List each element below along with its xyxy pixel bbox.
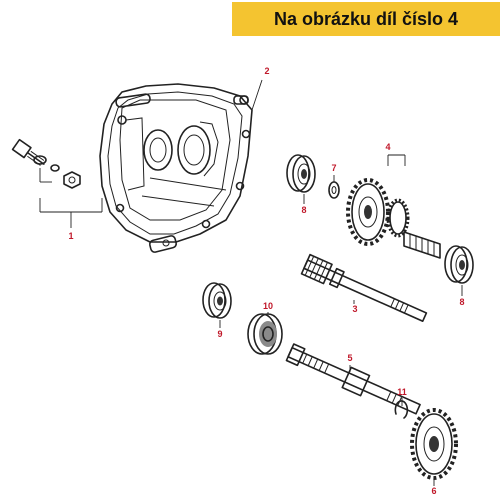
- part-3-pinion-shaft[interactable]: [300, 253, 429, 327]
- part-1-bolts-and-nuts[interactable]: [11, 138, 81, 189]
- part-10-oil-seal[interactable]: [247, 312, 283, 355]
- callout-6: 6: [431, 486, 436, 496]
- part-9-bearing[interactable]: [202, 282, 232, 328]
- leader-bracket-1: [39, 198, 103, 228]
- callout-5: 5: [347, 353, 352, 363]
- banner-text: Na obrázku díl číslo 4: [273, 8, 459, 29]
- part-4-gear-assembly[interactable]: [346, 154, 441, 259]
- callout-4: 4: [385, 142, 390, 152]
- part-11-circlip[interactable]: [394, 398, 409, 419]
- callout-3: 3: [352, 304, 357, 314]
- callout-10: 10: [263, 301, 273, 311]
- callout-9: 9: [217, 329, 222, 339]
- callout-1: 1: [68, 231, 73, 241]
- part-8-bearing-upper[interactable]: [286, 154, 316, 204]
- callout-11: 11: [397, 387, 407, 397]
- part-8-bearing-right[interactable]: [444, 245, 474, 296]
- callout-7: 7: [331, 163, 336, 173]
- callout-2: 2: [264, 66, 269, 76]
- callout-8-right: 8: [459, 297, 464, 307]
- callout-8-upper: 8: [301, 205, 306, 215]
- part-5-output-shaft[interactable]: [285, 342, 423, 419]
- part-2-crankcase-housing[interactable]: [99, 79, 263, 253]
- part-6-final-gear[interactable]: [410, 408, 458, 486]
- highlight-banner: Na obrázku díl číslo 4: [232, 2, 500, 36]
- part-7-washer[interactable]: [328, 175, 340, 199]
